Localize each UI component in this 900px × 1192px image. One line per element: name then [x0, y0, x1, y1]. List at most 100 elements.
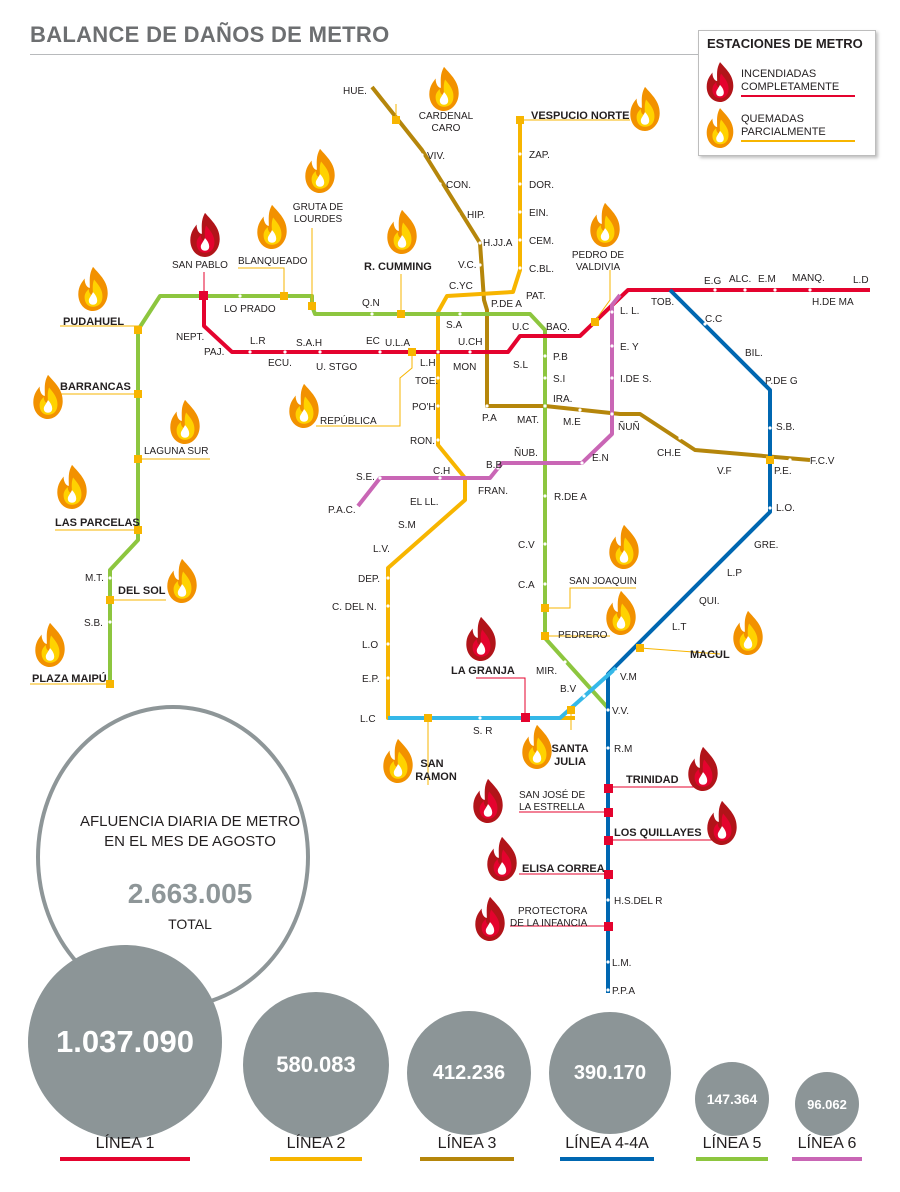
- svg-text:P.DE G: P.DE G: [765, 376, 798, 387]
- line-4-bubble: 390.170: [549, 1012, 671, 1134]
- svg-text:EIN.: EIN.: [529, 208, 548, 219]
- line-6-color-bar: [792, 1157, 862, 1161]
- flame-pudahuel-icon: [78, 266, 108, 311]
- svg-text:PO'H: PO'H: [412, 402, 436, 413]
- svg-text:HIP.: HIP.: [467, 210, 485, 221]
- svg-text:S. R: S. R: [473, 726, 492, 737]
- line-2-bubble: 580.083: [243, 992, 389, 1138]
- svg-text:E.P.: E.P.: [362, 674, 380, 685]
- svg-text:SAN PABLO: SAN PABLO: [172, 260, 228, 271]
- svg-text:MON: MON: [453, 362, 476, 373]
- svg-text:ALC.: ALC.: [729, 274, 751, 285]
- svg-text:QUI.: QUI.: [699, 596, 720, 607]
- flame-sanpablo-icon: [190, 212, 220, 257]
- svg-text:LOS QUILLAYES: LOS QUILLAYES: [614, 827, 702, 839]
- line-5-bubble: 147.364: [695, 1062, 769, 1136]
- svg-text:S.I: S.I: [553, 374, 565, 385]
- line-1-bubble: 1.037.090: [28, 945, 222, 1139]
- svg-text:V.C.: V.C.: [458, 260, 477, 271]
- svg-text:SAN: SAN: [420, 758, 443, 770]
- svg-text:LA ESTRELLA: LA ESTRELLA: [519, 802, 585, 813]
- line-3-bubble: 412.236: [407, 1011, 531, 1135]
- legend-full-damage: INCENDIADAS COMPLETAMENTE: [741, 68, 855, 97]
- svg-text:C.YC: C.YC: [449, 281, 473, 292]
- svg-text:DE LA INFANCIA: DE LA INFANCIA: [510, 918, 588, 929]
- svg-text:BLANQUEADO: BLANQUEADO: [238, 256, 308, 267]
- flame-barrancas-icon: [33, 374, 63, 419]
- svg-text:CON.: CON.: [446, 180, 471, 191]
- full-damage-stations: [199, 291, 613, 931]
- svg-text:B.B: B.B: [486, 460, 502, 471]
- svg-text:P.P.A: P.P.A: [612, 986, 635, 997]
- svg-text:C. DEL N.: C. DEL N.: [332, 602, 377, 613]
- flame-blanqueado-icon: [257, 204, 287, 249]
- svg-text:R.M: R.M: [614, 744, 632, 755]
- svg-text:U. STGO: U. STGO: [316, 362, 357, 373]
- svg-text:L.C: L.C: [360, 714, 376, 725]
- flame-quillayes-icon: [707, 800, 737, 845]
- svg-text:CH.E: CH.E: [657, 448, 681, 459]
- svg-text:ÑUÑ: ÑUÑ: [618, 420, 640, 433]
- line-1-color-bar: [60, 1157, 190, 1161]
- flame-gruta-icon: [305, 148, 335, 193]
- line-5-color-bar: [696, 1157, 768, 1161]
- svg-text:CARO: CARO: [432, 123, 461, 134]
- svg-text:E. Y: E. Y: [620, 342, 639, 353]
- svg-text:REPÚBLICA: REPÚBLICA: [320, 414, 377, 427]
- flame-republica-icon: [289, 383, 319, 428]
- svg-text:P.A.C.: P.A.C.: [328, 505, 356, 516]
- line-6-bubble: 96.062: [795, 1072, 859, 1136]
- svg-text:LO PRADO: LO PRADO: [224, 304, 276, 315]
- svg-text:BAQ.: BAQ.: [546, 322, 570, 333]
- svg-text:S.A.H: S.A.H: [296, 338, 322, 349]
- svg-text:NEPT.: NEPT.: [176, 332, 204, 343]
- svg-text:L.V.: L.V.: [373, 544, 390, 555]
- svg-text:V.M: V.M: [620, 672, 637, 683]
- flame-parcelas-icon: [57, 464, 87, 509]
- flame-elisa-icon: [487, 836, 517, 881]
- flame-sanjoaquin-icon: [609, 524, 639, 569]
- svg-text:LAS PARCELAS: LAS PARCELAS: [55, 517, 140, 529]
- flame-rcumming-icon: [387, 209, 417, 254]
- svg-text:EC: EC: [366, 336, 380, 347]
- full-damage-flame-icon: [706, 62, 734, 102]
- svg-text:P.A: P.A: [482, 413, 497, 424]
- total-ridership-label: TOTAL: [168, 916, 212, 932]
- svg-text:F.C.V: F.C.V: [810, 456, 835, 467]
- svg-text:VALDIVIA: VALDIVIA: [576, 262, 621, 273]
- svg-text:S.A: S.A: [446, 320, 462, 331]
- svg-text:U.C: U.C: [512, 322, 529, 333]
- svg-text:BIL.: BIL.: [745, 348, 763, 359]
- svg-text:V.F: V.F: [717, 466, 732, 477]
- svg-text:H.JJ.A: H.JJ.A: [483, 238, 513, 249]
- svg-text:U.L.A: U.L.A: [385, 338, 410, 349]
- flame-sje-icon: [473, 778, 503, 823]
- svg-text:HUE.: HUE.: [343, 86, 367, 97]
- svg-text:PUDAHUEL: PUDAHUEL: [63, 316, 124, 328]
- svg-text:L.T: L.T: [672, 622, 686, 633]
- svg-text:ELISA CORREA: ELISA CORREA: [522, 863, 605, 875]
- flame-vespucio-icon: [630, 86, 660, 131]
- page-title: BALANCE DE DAÑOS DE METRO: [30, 22, 390, 47]
- svg-text:Q.N: Q.N: [362, 298, 380, 309]
- svg-text:L.H: L.H: [420, 358, 436, 369]
- legend-box: ESTACIONES DE METRO INCENDIADAS COMPLETA…: [698, 30, 876, 156]
- svg-text:EL LL.: EL LL.: [410, 497, 439, 508]
- svg-text:RON.: RON.: [410, 436, 435, 447]
- line-6: [356, 293, 622, 508]
- flame-trinidad-icon: [688, 746, 718, 791]
- ridership-heading: AFLUENCIA DIARIA DE METRO EN EL MES DE A…: [79, 813, 301, 850]
- svg-text:L.D: L.D: [853, 275, 869, 286]
- station-dots: [108, 152, 812, 992]
- svg-text:ECU.: ECU.: [268, 358, 292, 369]
- svg-text:U.CH: U.CH: [458, 337, 482, 348]
- leader-lines: [30, 104, 721, 927]
- svg-text:PLAZA MAIPÚ: PLAZA MAIPÚ: [32, 672, 107, 685]
- svg-text:TOE.: TOE.: [415, 376, 438, 387]
- svg-text:DEP.: DEP.: [358, 574, 380, 585]
- line-3-name: LÍNEA 3: [437, 1135, 497, 1152]
- flame-sanramon-icon: [383, 738, 413, 783]
- svg-text:P.B: P.B: [553, 352, 568, 363]
- svg-text:LA GRANJA: LA GRANJA: [451, 665, 515, 677]
- svg-text:PAJ.: PAJ.: [204, 347, 224, 358]
